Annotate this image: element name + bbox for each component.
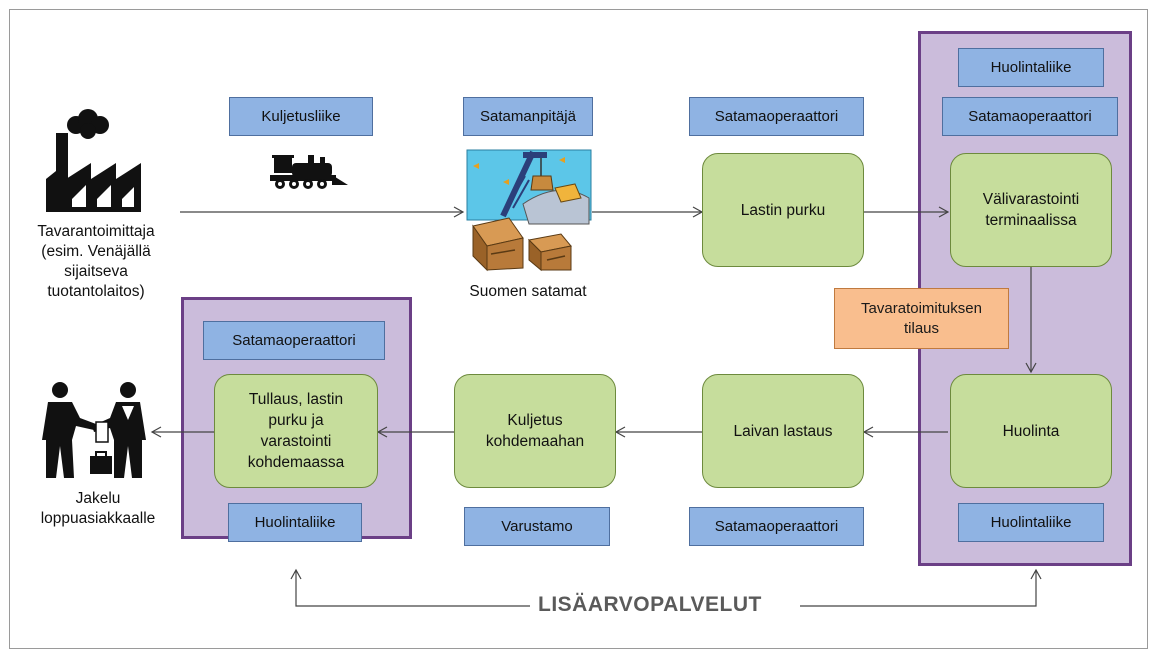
process-laivan-lastaus: Laivan lastaus [702,374,864,488]
process-kuljetus: Kuljetus kohdemaahan [454,374,616,488]
ports-caption: Suomen satamat [469,283,587,300]
flow-arrows [150,206,1042,607]
process-lastin-purku: Lastin purku [702,153,864,267]
role-satamanpitaja: Satamanpitäjä [463,97,593,136]
value-added-services-label: LISÄARVOPALVELUT [532,593,768,617]
role-satamaoperaattori-bottom: Satamaoperaattori [689,507,864,546]
value-added-bracket-left [290,568,530,607]
role-huolintaliike-right-bottom: Huolintaliike [958,503,1104,542]
value-added-bracket-right [800,568,1042,607]
role-satamaoperaattori-right: Satamaoperaattori [942,97,1118,136]
role-satamaoperaattori-top: Satamaoperaattori [689,97,864,136]
train-icon [270,155,348,189]
distribution-caption: Jakelu loppuasiakkaalle [40,490,156,527]
role-huolintaliike-left: Huolintaliike [228,503,362,542]
role-satamaoperaattori-left: Satamaoperaattori [203,321,385,360]
process-tullaus: Tullaus, lastin purku ja varastointi koh… [214,374,378,488]
factory-icon [46,109,141,212]
role-huolintaliike-right-top: Huolintaliike [958,48,1104,87]
order-tavaratoimituksen-tilaus: Tavaratoimituksen tilaus [834,288,1009,349]
supplier-caption: Tavarantoimittaja (esim. Venäjällä sijai… [37,223,155,300]
process-valivarastointi: Välivarastointi terminaalissa [950,153,1112,267]
role-varustamo: Varustamo [464,507,610,546]
port-clipart-icon [466,149,592,272]
process-huolinta: Huolinta [950,374,1112,488]
role-kuljetusliike: Kuljetusliike [229,97,373,136]
handshake-icon [42,382,146,478]
